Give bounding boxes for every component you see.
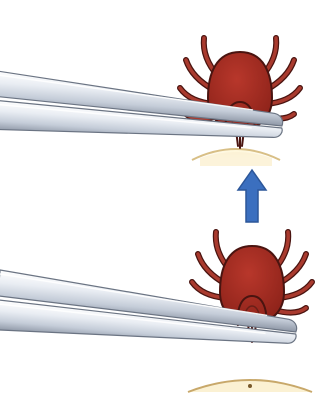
panel-grasped (0, 232, 312, 392)
panel-removed (0, 38, 300, 166)
up-arrow (238, 170, 266, 222)
